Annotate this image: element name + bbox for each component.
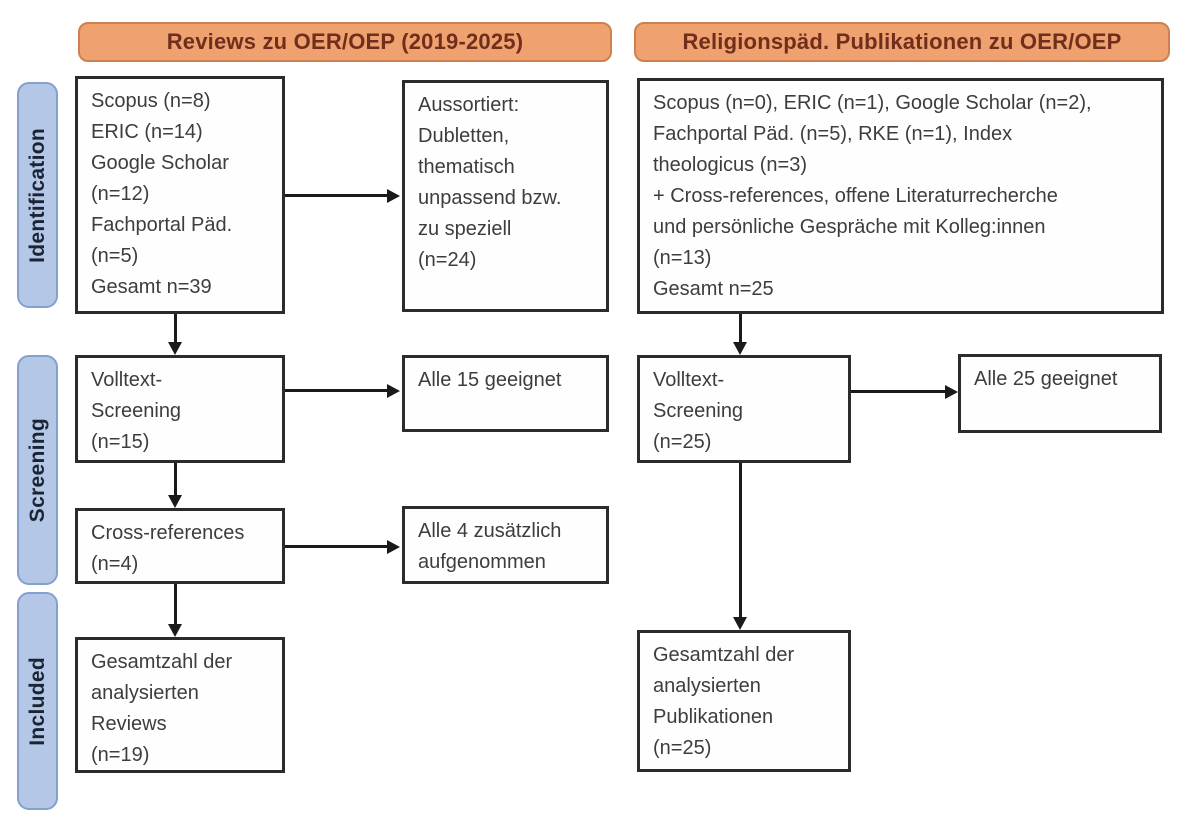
arrow-line [285, 194, 387, 197]
box-reviews-sources: Scopus (n=8) ERIC (n=14) Google Scholar … [75, 76, 285, 314]
stage-label-included-text: Included [25, 656, 49, 746]
column-header-religionspaed: Religionspäd. Publikationen zu OER/OEP [634, 22, 1170, 62]
arrow-head-icon [168, 495, 182, 508]
stage-label-screening-text: Screening [25, 417, 49, 523]
arrow-head-icon [168, 342, 182, 355]
box-reviews-crossref-result: Alle 4 zusätzlich aufgenommen [402, 506, 609, 584]
box-reviews-included-total: Gesamtzahl der analysierten Reviews (n=1… [75, 637, 285, 773]
arrow-line [174, 314, 177, 343]
box-religionspaed-fulltext-screening: Volltext- Screening (n=25) [637, 355, 851, 463]
arrow-head-icon [945, 385, 958, 399]
arrow-head-icon [168, 624, 182, 637]
arrow-line [851, 390, 945, 393]
box-reviews-fulltext-screening: Volltext- Screening (n=15) [75, 355, 285, 463]
arrow-head-icon [387, 189, 400, 203]
box-reviews-fulltext-result: Alle 15 geeignet [402, 355, 609, 432]
stage-label-screening: Screening [17, 355, 58, 585]
arrow-head-icon [387, 540, 400, 554]
arrow-line [739, 314, 742, 343]
box-religionspaed-included-total: Gesamtzahl der analysierten Publikatione… [637, 630, 851, 772]
arrow-line [285, 545, 387, 548]
arrow-line [174, 463, 177, 495]
stage-label-included: Included [17, 592, 58, 810]
box-reviews-excluded: Aussortiert: Dubletten, thematisch unpas… [402, 80, 609, 312]
box-reviews-crossref: Cross-references (n=4) [75, 508, 285, 584]
box-religionspaed-fulltext-result: Alle 25 geeignet [958, 354, 1162, 433]
column-header-reviews: Reviews zu OER/OEP (2019-2025) [78, 22, 612, 62]
stage-label-identification: Identification [17, 82, 58, 308]
arrow-line [285, 389, 387, 392]
box-religionspaed-sources: Scopus (n=0), ERIC (n=1), Google Scholar… [637, 78, 1164, 314]
arrow-line [739, 463, 742, 617]
arrow-head-icon [387, 384, 400, 398]
arrow-line [174, 584, 177, 624]
arrow-head-icon [733, 617, 747, 630]
arrow-head-icon [733, 342, 747, 355]
stage-label-identification-text: Identification [25, 127, 49, 263]
